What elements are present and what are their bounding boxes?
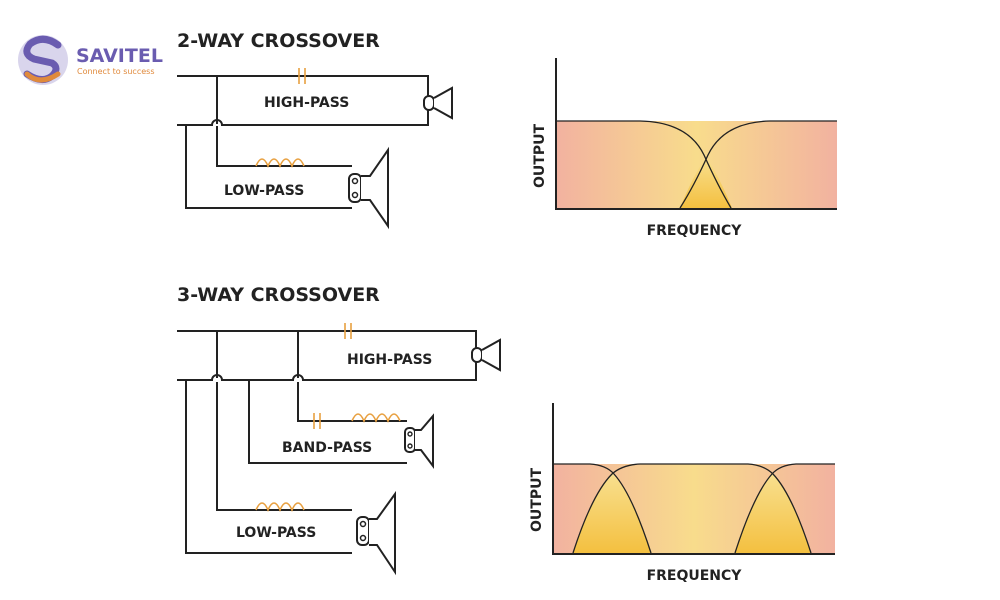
woofer-speaker-icon (348, 146, 389, 230)
midrange-speaker-icon (404, 413, 434, 469)
two-way-y-axis-label: OUTPUT (532, 124, 548, 188)
low-pass-response-curve (556, 120, 732, 209)
high-pass-response-curve (679, 120, 837, 209)
two-way-chart-axes (555, 58, 837, 210)
low-pass-response-curve (553, 463, 652, 554)
two-way-high-pass-label: HIGH-PASS (264, 95, 349, 111)
logo-name: SAVITEL (76, 45, 163, 67)
high-pass-response-curve (734, 463, 835, 554)
two-way-chart: FREQUENCY OUTPUT (532, 58, 837, 239)
three-way-high-pass-label: HIGH-PASS (347, 352, 432, 368)
three-way-y-axis-label: OUTPUT (529, 468, 545, 532)
three-way-x-axis-label: FREQUENCY (647, 568, 743, 584)
band-pass-response-curve (572, 463, 812, 554)
savitel-logo: SAVITEL Connect to success (18, 35, 163, 85)
three-way-overlap-low-mid (573, 473, 651, 553)
three-way-title: 3-WAY CROSSOVER (177, 284, 380, 306)
inductor-icon (255, 158, 305, 169)
two-way-circuit: HIGH-PASS LOW-PASS (177, 68, 453, 230)
capacitor-icon (344, 323, 352, 339)
tweeter-horn-icon (423, 86, 453, 120)
three-way-band-pass-label: BAND-PASS (282, 440, 372, 456)
three-way-chart: FREQUENCY OUTPUT (529, 403, 835, 584)
capacitor-icon (298, 68, 306, 84)
three-way-overlap-mid-high (735, 473, 811, 553)
inductor-icon (255, 502, 305, 513)
logo-mark-icon (18, 35, 68, 85)
woofer-speaker-icon (356, 490, 396, 576)
capacitor-icon (313, 413, 321, 429)
two-way-x-axis-label: FREQUENCY (647, 223, 743, 239)
tweeter-horn-icon (471, 338, 501, 372)
logo-tagline: Connect to success (77, 67, 155, 76)
two-way-low-pass-label: LOW-PASS (224, 183, 304, 199)
three-way-circuit: HIGH-PASS BAND-PASS LOW-PASS (177, 323, 501, 576)
three-way-low-pass-label: LOW-PASS (236, 525, 316, 541)
two-way-title: 2-WAY CROSSOVER (177, 30, 380, 52)
two-way-overlap-area (680, 157, 732, 208)
inductor-icon (351, 413, 401, 424)
three-way-chart-axes (552, 403, 835, 555)
